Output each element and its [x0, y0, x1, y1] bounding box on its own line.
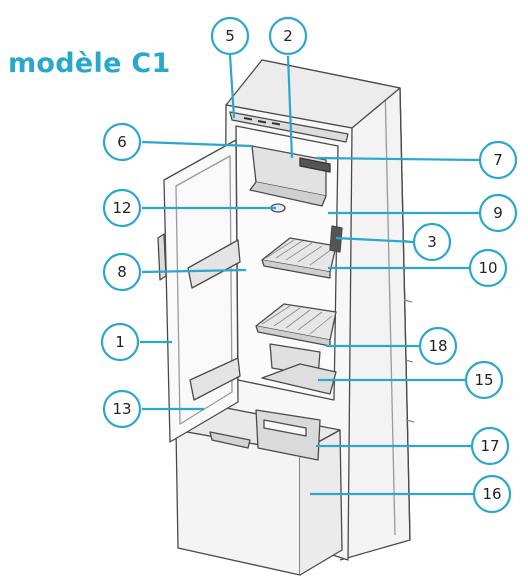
leader-lines: [140, 54, 481, 496]
leader-6: [141, 140, 253, 148]
callout-9: 9: [478, 193, 518, 233]
callout-18-label: 18: [428, 337, 447, 355]
diagram-title: modèle C1: [8, 48, 171, 79]
callout-6: 6: [102, 122, 142, 162]
leader-8: [141, 268, 247, 274]
callout-5: 5: [210, 16, 250, 56]
callouts: 5 2 6 7 12 9 3 8 10 1 18 13 15 17 16: [100, 16, 518, 514]
callout-8-label: 8: [117, 263, 127, 281]
leader-5: [228, 54, 236, 119]
callout-2-label: 2: [283, 27, 293, 45]
callout-16: 16: [472, 474, 512, 514]
leader-3: [335, 236, 415, 244]
callout-5-label: 5: [225, 27, 235, 45]
callout-10: 10: [468, 248, 508, 288]
callout-9-label: 9: [493, 204, 503, 222]
callout-1-label: 1: [115, 333, 125, 351]
callout-1: 1: [100, 322, 140, 362]
callout-17: 17: [470, 426, 510, 466]
callout-7-label: 7: [493, 151, 503, 169]
leader-7: [315, 156, 481, 162]
callout-8: 8: [102, 252, 142, 292]
callout-18: 18: [418, 326, 458, 366]
callout-3: 3: [412, 222, 452, 262]
callout-15-label: 15: [474, 371, 493, 389]
callout-3-label: 3: [427, 233, 437, 251]
callout-7: 7: [478, 140, 518, 180]
callout-17-label: 17: [480, 437, 499, 455]
callout-13-label: 13: [112, 400, 131, 418]
callout-16-label: 16: [482, 485, 501, 503]
callout-10-label: 10: [478, 259, 497, 277]
leader-2: [286, 55, 294, 159]
callout-6-label: 6: [117, 133, 127, 151]
callout-12-label: 12: [112, 199, 131, 217]
callout-13: 13: [102, 389, 142, 429]
callout-12: 12: [102, 188, 142, 228]
callout-2: 2: [268, 16, 308, 56]
refrigerator-illustration: [157, 59, 415, 576]
callout-15: 15: [464, 360, 504, 400]
